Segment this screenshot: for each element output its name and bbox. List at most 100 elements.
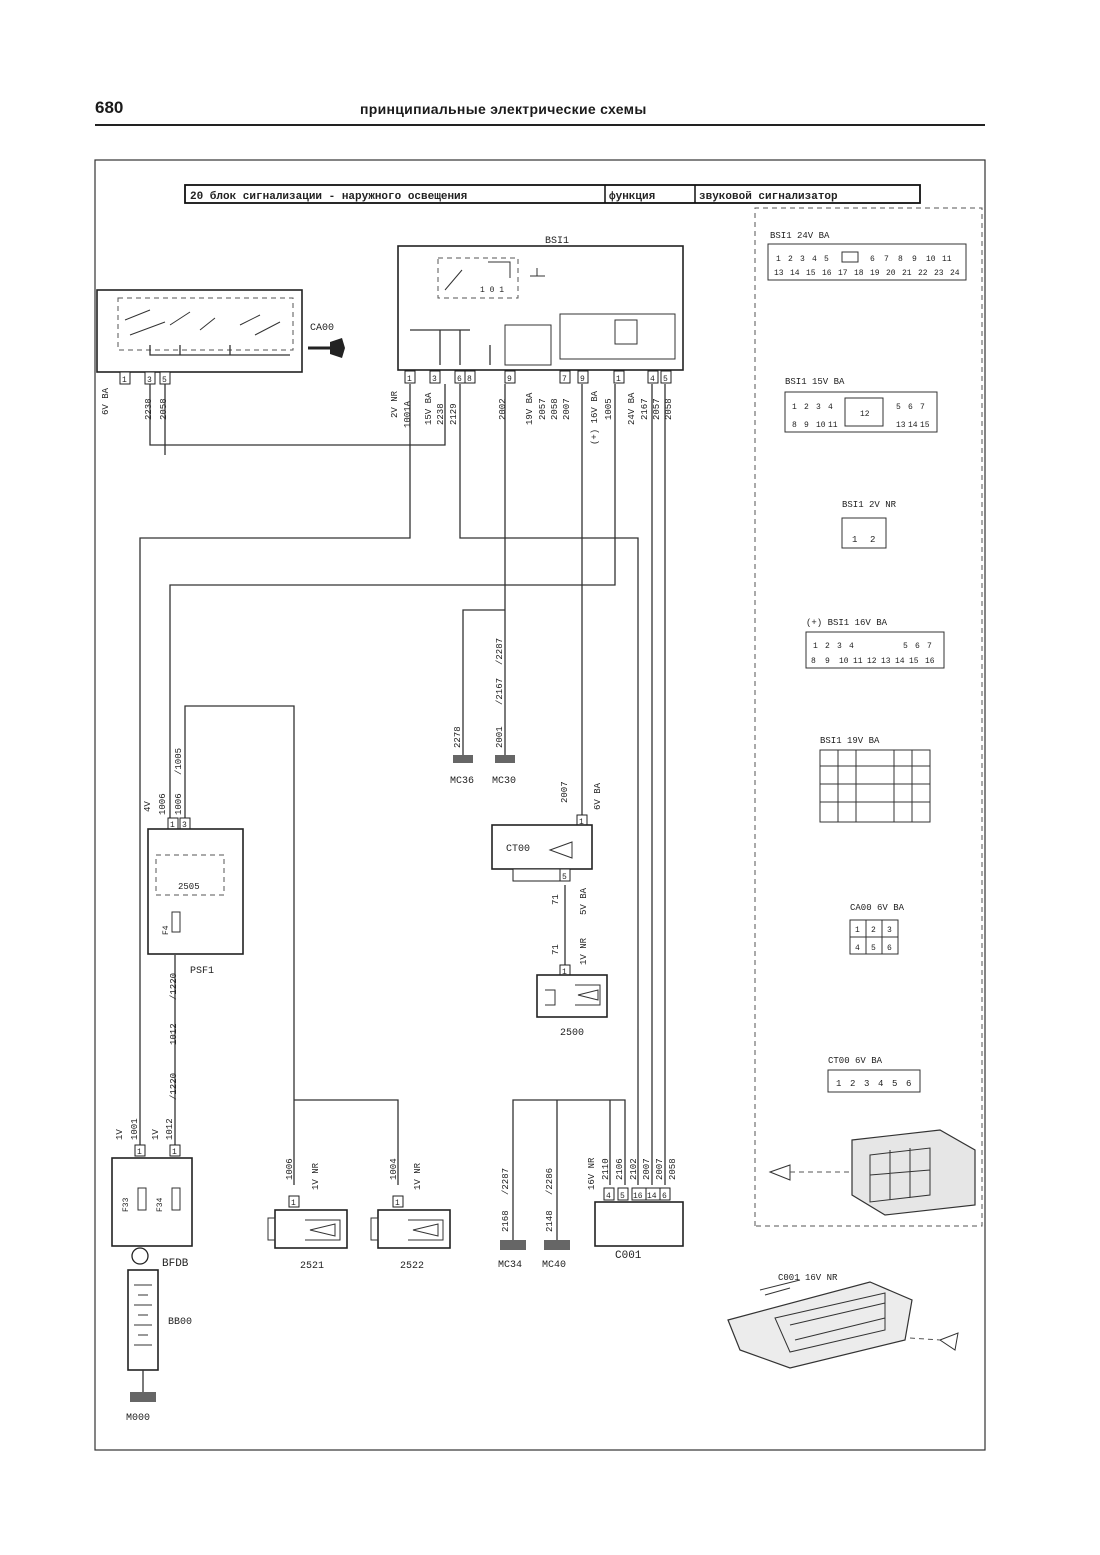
svg-text:1: 1 [616, 375, 621, 384]
svg-text:2505: 2505 [178, 882, 200, 892]
psf1-label: PSF1 [190, 966, 214, 977]
connector-panel: BSI1 24V BA 1 2 3 4 5 6 7 8 9 10 11 13 1… [754, 207, 983, 1227]
svg-text:14: 14 [790, 269, 800, 278]
svg-text:/1220: /1220 [169, 973, 179, 1000]
svg-text:11: 11 [853, 657, 863, 666]
steering-switch: CA00 1 3 5 6V BA 2238 2058 [96, 289, 345, 420]
svg-text:7: 7 [920, 403, 925, 412]
svg-text:4: 4 [849, 642, 854, 651]
title-bar-function-value: звуковой сигнализатор [699, 191, 838, 203]
svg-text:2148: 2148 [545, 1210, 555, 1232]
svg-text:14: 14 [908, 421, 918, 430]
svg-text:1V NR: 1V NR [311, 1162, 321, 1190]
svg-text:1006: 1006 [158, 793, 168, 815]
ct00-unit: 2007 6V BA 1 CT00 5 71 5V BA [491, 781, 603, 915]
ca00-conn-label: 6V BA [101, 387, 111, 415]
svg-text:5: 5 [663, 375, 668, 384]
svg-text:9: 9 [507, 375, 512, 384]
bsi-unit: BSI1 1 0 1 1 3 6 8 9 7 9 1 4 5 2V NR 100… [390, 236, 684, 445]
title-bar-function-label: функция [609, 190, 655, 203]
svg-text:1: 1 [855, 926, 860, 935]
svg-text:3: 3 [837, 642, 842, 651]
svg-text:22: 22 [918, 269, 928, 278]
ground-mc30: MC30 [492, 776, 516, 787]
panel-bsi-24v-pins: 1 2 3 4 5 6 7 8 9 10 11 13 14 15 16 17 1… [774, 251, 960, 278]
svg-text:/2167: /2167 [495, 678, 505, 705]
svg-text:1: 1 [836, 1079, 841, 1089]
svg-text:/2287: /2287 [495, 638, 505, 665]
horn-2522-label: 2522 [400, 1261, 424, 1272]
svg-text:2: 2 [871, 926, 876, 935]
title-bar: 20 блок сигнализации - наружного освещен… [184, 184, 921, 204]
battery-label: BB00 [168, 1317, 192, 1328]
svg-text:15: 15 [920, 421, 930, 430]
svg-text:5: 5 [903, 642, 908, 651]
svg-text:1: 1 [407, 375, 412, 384]
svg-text:24: 24 [950, 269, 960, 278]
svg-text:2: 2 [850, 1079, 855, 1089]
header-rule [95, 124, 985, 126]
svg-text:1: 1 [395, 1199, 400, 1208]
svg-text:15: 15 [909, 657, 919, 666]
svg-text:2057: 2057 [538, 398, 548, 420]
svg-text:2007: 2007 [655, 1158, 665, 1180]
svg-text:1: 1 [562, 968, 567, 977]
svg-text:1: 1 [137, 1148, 142, 1157]
svg-text:2058: 2058 [550, 398, 560, 420]
ground-mc34: MC34 [498, 1260, 522, 1271]
svg-text:F4: F4 [162, 925, 171, 935]
svg-text:3: 3 [816, 403, 821, 412]
svg-text:10: 10 [926, 255, 936, 264]
svg-text:1004: 1004 [389, 1158, 399, 1180]
svg-text:5V BA: 5V BA [579, 887, 589, 915]
svg-text:6: 6 [662, 1192, 667, 1201]
svg-text:1012: 1012 [165, 1118, 175, 1140]
svg-text:3: 3 [147, 376, 152, 385]
horn-2500: 71 1V NR 1 2500 [536, 937, 608, 1039]
horn-2500-label: 2500 [560, 1028, 584, 1039]
svg-text:2007: 2007 [642, 1158, 652, 1180]
svg-text:1V: 1V [115, 1129, 125, 1140]
svg-text:19: 19 [870, 269, 880, 278]
svg-text:6: 6 [906, 1079, 911, 1089]
svg-text:1: 1 [170, 821, 175, 830]
svg-text:9: 9 [912, 255, 917, 264]
bsi-pins: 1 3 6 8 9 7 9 1 4 5 [404, 370, 672, 384]
svg-text:2106: 2106 [615, 1158, 625, 1180]
svg-text:6: 6 [870, 255, 875, 264]
svg-text:4: 4 [878, 1079, 883, 1089]
horn-2521-label: 2521 [300, 1261, 324, 1272]
svg-text:4: 4 [812, 255, 817, 264]
svg-text:2: 2 [788, 255, 793, 264]
ground-mc36: MC36 [450, 776, 474, 787]
panel-bsi-16v-pins: 1 2 3 4 5 6 7 8 9 10 11 12 13 14 15 16 [811, 642, 935, 666]
svg-text:F33: F33 [122, 1197, 131, 1212]
svg-text:2167: 2167 [640, 398, 650, 420]
panel-ca00-pins: 1 2 3 4 5 6 [855, 926, 892, 953]
svg-text:5: 5 [896, 403, 901, 412]
page-title: принципиальные электрические схемы [360, 101, 647, 117]
svg-text:1: 1 [172, 1148, 177, 1157]
svg-text:1V: 1V [151, 1129, 161, 1140]
svg-text:1V NR: 1V NR [579, 937, 589, 965]
svg-text:1: 1 [122, 376, 127, 385]
svg-text:/1220: /1220 [169, 1073, 179, 1100]
svg-text:15: 15 [806, 269, 816, 278]
svg-text:3: 3 [887, 926, 892, 935]
svg-text:21: 21 [902, 269, 912, 278]
ca00-pins: 1 3 5 [119, 371, 171, 385]
svg-text:3: 3 [432, 375, 437, 384]
svg-text:1006: 1006 [285, 1158, 295, 1180]
ground-m000: M000 [126, 1413, 150, 1424]
svg-text:2058: 2058 [668, 1158, 678, 1180]
svg-text:10: 10 [816, 421, 826, 430]
svg-text:15V BA: 15V BA [424, 392, 434, 425]
svg-text:3: 3 [864, 1079, 869, 1089]
svg-text:16V NR: 16V NR [587, 1157, 597, 1190]
svg-text:2278: 2278 [453, 726, 463, 748]
c001-label: C001 [615, 1250, 642, 1262]
svg-text:9: 9 [825, 657, 830, 666]
svg-text:11: 11 [828, 421, 838, 430]
panel-bsi-15v-pins: 1 2 3 4 5 6 7 12 8 9 10 11 13 14 15 [792, 403, 930, 430]
svg-text:2007: 2007 [562, 398, 572, 420]
